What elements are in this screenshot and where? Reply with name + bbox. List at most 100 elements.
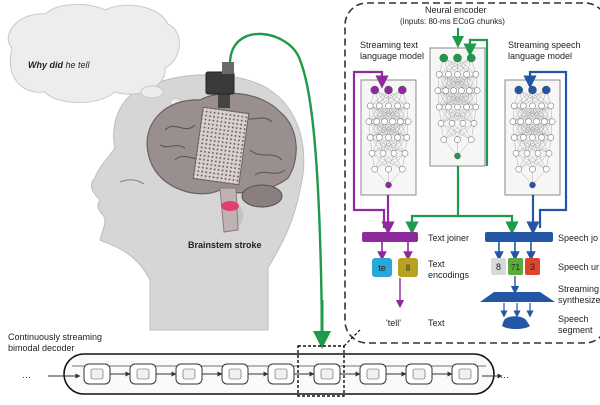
network-node — [473, 87, 481, 94]
network-node — [463, 103, 470, 111]
network-node — [448, 120, 456, 127]
text-output-label: Text — [428, 318, 445, 328]
network-node — [520, 134, 527, 141]
network-node — [385, 165, 392, 173]
network-node — [512, 150, 520, 157]
zoom-line-1 — [343, 329, 361, 347]
network-node — [445, 103, 452, 111]
speech-joiner-bar — [485, 232, 553, 242]
network-node — [398, 85, 407, 95]
neural-signal-cable — [228, 32, 324, 331]
network-node — [403, 134, 411, 141]
network-node — [401, 150, 409, 157]
network-node — [397, 118, 404, 125]
text-encodings-label-2: encodings — [428, 270, 470, 280]
network-node — [439, 53, 448, 63]
network-node — [538, 134, 545, 141]
token-te — [372, 258, 392, 277]
decoder-cell-core — [136, 368, 150, 380]
network-node — [389, 118, 396, 125]
focused-decoder-step — [297, 345, 345, 397]
encoder-to-speech-joiner — [458, 214, 519, 235]
decoder-cell-core — [90, 368, 104, 380]
speech-model-label-2: language model — [508, 51, 572, 61]
decoder-cell-core — [412, 368, 426, 380]
text-language-model — [360, 79, 417, 196]
segment-label-1: Speech — [558, 314, 589, 324]
network-node — [384, 85, 393, 95]
decoder-cell-core — [458, 368, 472, 380]
unit-8-text: 8 — [496, 262, 501, 272]
network-node — [515, 165, 522, 173]
unit-71 — [508, 258, 523, 275]
network-node — [458, 87, 465, 94]
thought-bubble — [7, 3, 180, 103]
network-node — [467, 53, 476, 63]
network-node — [529, 102, 536, 110]
encoder-title: Neural encoder — [425, 5, 487, 15]
unit-3 — [525, 258, 540, 275]
network-node — [370, 85, 379, 95]
network-node — [403, 102, 411, 110]
decoder-label-1: Continuously streaming — [8, 332, 102, 342]
network-node — [520, 102, 527, 110]
network-node — [463, 71, 470, 78]
network-node — [529, 165, 536, 173]
network-node — [445, 71, 452, 78]
text-model-label-2: language model — [360, 51, 424, 61]
thought-rest: he tell — [63, 60, 91, 70]
speech-feedback-loop — [523, 70, 568, 228]
text-joiner-label: Text joiner — [428, 233, 469, 243]
speech-units-label: Speech ur — [558, 262, 599, 272]
synth-label-1: Streaming — [558, 284, 599, 294]
network-node — [541, 118, 548, 125]
thought-dot-large — [140, 85, 164, 99]
network-node — [534, 150, 542, 157]
decoder-cell-core — [366, 368, 380, 380]
cerebellum — [241, 184, 283, 208]
decoder-cell-core — [182, 368, 196, 380]
speech-language-model — [504, 79, 561, 196]
left-ellipsis: ··· — [22, 372, 31, 382]
speech-joiner-label: Speech jo — [558, 233, 598, 243]
network-node — [472, 71, 480, 78]
network-node — [381, 118, 388, 125]
text-model-label-1: Streaming text — [360, 40, 419, 50]
eye — [119, 179, 145, 185]
network-node — [368, 150, 376, 157]
network-node — [435, 103, 443, 111]
network-node — [545, 150, 553, 157]
network-node — [379, 150, 387, 157]
unit-3-text: 3 — [530, 262, 535, 272]
network-node — [371, 165, 378, 173]
network-node — [394, 102, 401, 110]
unit-8 — [491, 258, 506, 275]
network-node — [548, 118, 556, 125]
text-feedback-loop — [352, 70, 389, 228]
network-node — [434, 87, 442, 94]
network-node — [529, 134, 536, 141]
network-node — [472, 103, 480, 111]
electrode-grid — [192, 106, 250, 186]
network-node — [543, 165, 550, 173]
network-node — [376, 102, 383, 110]
brainstem-label: Brainstem stroke — [188, 240, 262, 250]
stroke-lesion — [221, 201, 239, 211]
network-node — [450, 87, 457, 94]
network-node — [528, 85, 537, 95]
network-node — [547, 134, 555, 141]
text-encodings-label-1: Text — [428, 259, 445, 269]
network-node — [373, 118, 380, 125]
network-node — [385, 134, 392, 141]
headstage-connector — [205, 71, 235, 95]
network-node — [510, 102, 518, 110]
network-node — [435, 71, 443, 78]
network-node — [366, 134, 374, 141]
network-node — [468, 136, 475, 143]
token-ll-text: ll — [406, 263, 410, 273]
network-node — [525, 118, 532, 125]
decoder-cell-chain — [83, 363, 479, 385]
encoder-feedback-loop — [463, 38, 489, 166]
network-node — [385, 102, 392, 110]
network-node — [454, 152, 461, 160]
